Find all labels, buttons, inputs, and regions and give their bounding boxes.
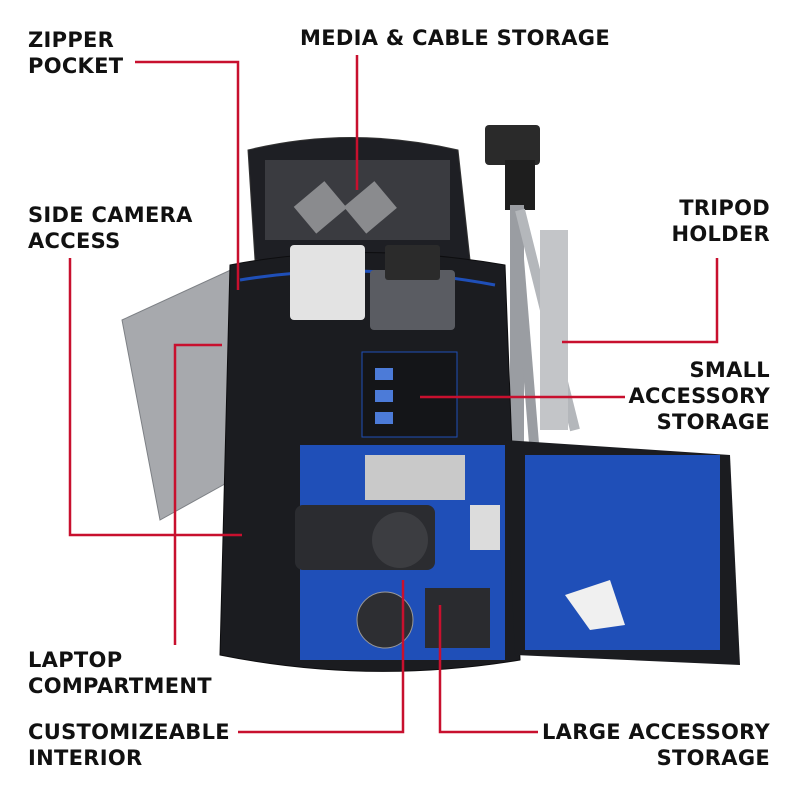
label-line: STORAGE bbox=[656, 746, 770, 770]
label-line: CUSTOMIZEABLE bbox=[28, 720, 230, 744]
label-media-cable-storage: MEDIA & CABLE STORAGE bbox=[300, 26, 610, 50]
label-line: COMPARTMENT bbox=[28, 674, 212, 698]
label-line: ACCESSORY bbox=[628, 384, 770, 408]
label-line: INTERIOR bbox=[28, 746, 143, 770]
label-line: SIDE CAMERA bbox=[28, 203, 193, 227]
label-line: TRIPOD bbox=[679, 196, 770, 220]
label-line: LAPTOP bbox=[28, 648, 123, 672]
label-line: LARGE ACCESSORY bbox=[541, 720, 770, 744]
label-line: POCKET bbox=[28, 54, 124, 78]
label-line: ZIPPER bbox=[28, 28, 115, 52]
label-line: ACCESS bbox=[28, 229, 121, 253]
label-line: STORAGE bbox=[656, 410, 770, 434]
label-line: SMALL bbox=[689, 358, 770, 382]
leader-lines bbox=[68, 55, 719, 734]
label-line: HOLDER bbox=[671, 222, 770, 246]
